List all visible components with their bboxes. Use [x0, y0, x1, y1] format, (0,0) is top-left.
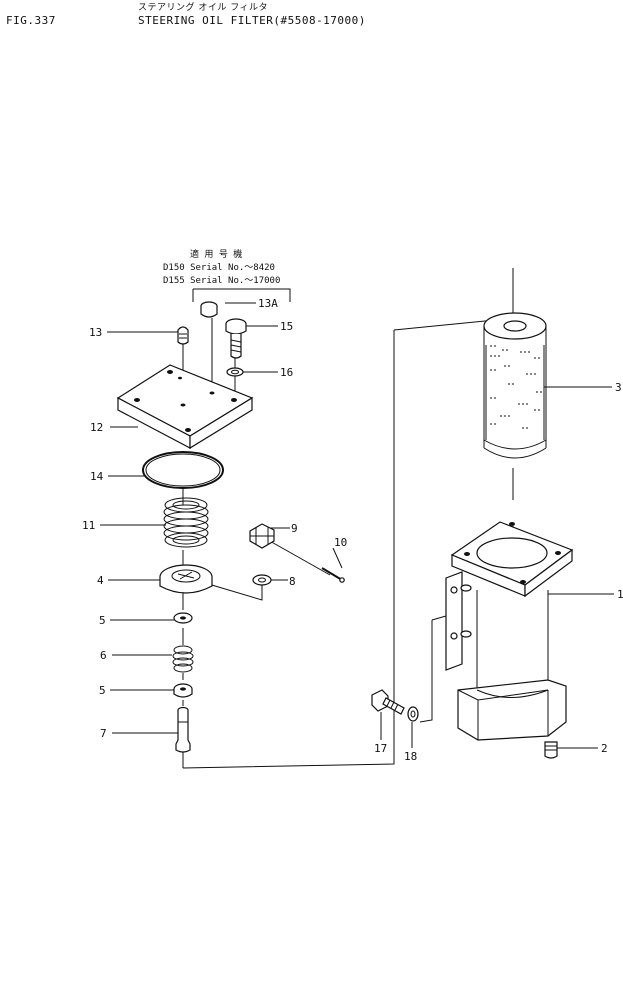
label-part-5-lower: 5 [99, 684, 106, 697]
label-part-17: 17 [374, 742, 387, 755]
part-7-stem [175, 706, 191, 753]
part-5-seat-upper [173, 612, 193, 624]
part-15-bolt [225, 318, 247, 359]
part-labels: 1 2 3 4 5 5 6 7 8 9 10 11 12 13 13A 14 1… [82, 297, 623, 763]
filter-perforation-pattern [490, 345, 542, 429]
page-title: STEERING OIL FILTER(#5508-17000) [138, 14, 366, 27]
part-18-washer [407, 706, 419, 722]
label-part-5-upper: 5 [99, 614, 106, 627]
label-part-7: 7 [100, 727, 107, 740]
note-line-2: D155 Serial No.～17000 [163, 276, 280, 286]
part-4-valve [159, 564, 213, 594]
part-6-spring [172, 645, 194, 673]
label-part-13a: 13A [258, 297, 278, 310]
label-part-15: 15 [280, 320, 293, 333]
part-5-seat-lower [173, 683, 193, 698]
part-12-cover [116, 364, 254, 450]
label-part-9: 9 [291, 522, 298, 535]
part-13-plug [177, 326, 189, 345]
part-14-o-ring [142, 451, 224, 489]
mounting-bracket [445, 571, 472, 671]
part-3-filter-element [483, 312, 547, 459]
note-bracket [192, 288, 291, 302]
label-part-8: 8 [289, 575, 296, 588]
part-9-nut [249, 523, 275, 549]
label-part-6: 6 [100, 649, 107, 662]
part-1-filter-body [445, 521, 574, 741]
label-part-13: 13 [89, 326, 102, 339]
part-17-bolt [371, 689, 405, 715]
part-16-washer [226, 367, 244, 377]
part-11-spring [163, 497, 209, 548]
part-13a-plug [200, 301, 218, 318]
label-part-12: 12 [90, 421, 103, 434]
figure-number: FIG.337 [6, 14, 56, 27]
part-10-cotter-pin [321, 567, 345, 583]
note-heading: 適 用 号 機 [190, 248, 242, 260]
label-part-18: 18 [404, 750, 417, 763]
part-2-plug [544, 741, 558, 759]
label-part-11: 11 [82, 519, 95, 532]
note-line-1: D150 Serial No.～8420 [163, 263, 275, 273]
label-part-10: 10 [334, 536, 347, 549]
label-part-2: 2 [601, 742, 608, 755]
title-japanese: ステアリング オイル フィルタ [138, 3, 269, 13]
label-part-16: 16 [280, 366, 293, 379]
label-part-3: 3 [615, 381, 622, 394]
applicability-note: 適 用 号 機 D150 Serial No.～8420 D155 Serial… [163, 248, 291, 302]
label-part-14: 14 [90, 470, 104, 483]
label-part-4: 4 [97, 574, 104, 587]
label-part-1: 1 [617, 588, 623, 601]
part-8-washer [252, 574, 272, 586]
